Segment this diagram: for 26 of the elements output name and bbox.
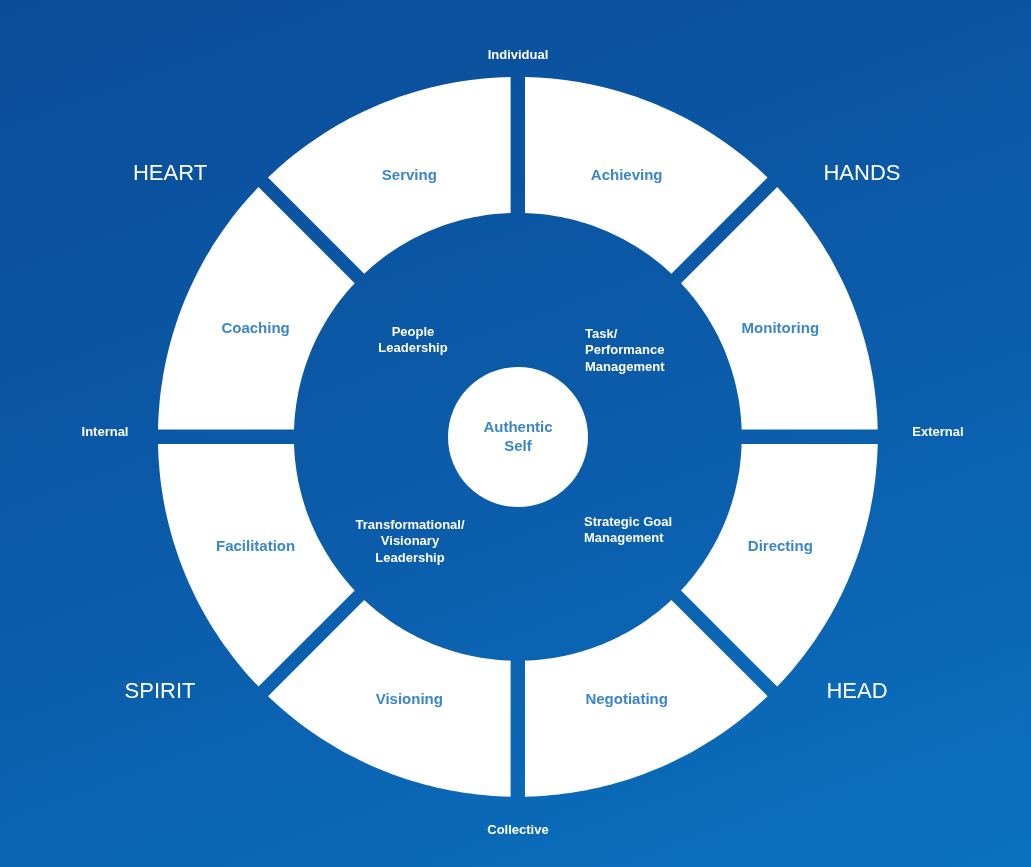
segment-label: Directing [746, 535, 814, 556]
ring-segment [268, 600, 511, 797]
ring-segment [525, 77, 768, 274]
quadrant-heading: SPIRIT [123, 676, 197, 705]
segment-label: Coaching [220, 318, 291, 339]
quadrant-label: Transformational/ Visionary Leadership [354, 516, 466, 566]
ring-segment [525, 600, 768, 797]
quadrant-heading: HEAD [825, 676, 889, 705]
segment-label: Facilitation [215, 535, 297, 556]
quadrant-label: Strategic Goal Management [584, 513, 674, 547]
axis-label: Internal [80, 423, 130, 442]
axis-label: Individual [486, 46, 550, 65]
quadrant-label: People Leadership [377, 323, 449, 357]
ring-segment [681, 187, 878, 430]
axis-label: External [911, 423, 965, 442]
segment-label: Visioning [374, 689, 444, 710]
quadrant-label: Task/ Performance Management [585, 325, 666, 375]
segment-label: Monitoring [740, 318, 821, 339]
ring-segment [158, 187, 355, 430]
segment-label: Achieving [589, 164, 664, 185]
segment-label: Negotiating [584, 689, 669, 710]
segment-label: Serving [380, 164, 438, 185]
quadrant-heading: HANDS [822, 158, 902, 187]
ring-segment [268, 77, 511, 274]
quadrant-heading: HEART [131, 158, 209, 187]
axis-label: Collective [486, 821, 550, 840]
